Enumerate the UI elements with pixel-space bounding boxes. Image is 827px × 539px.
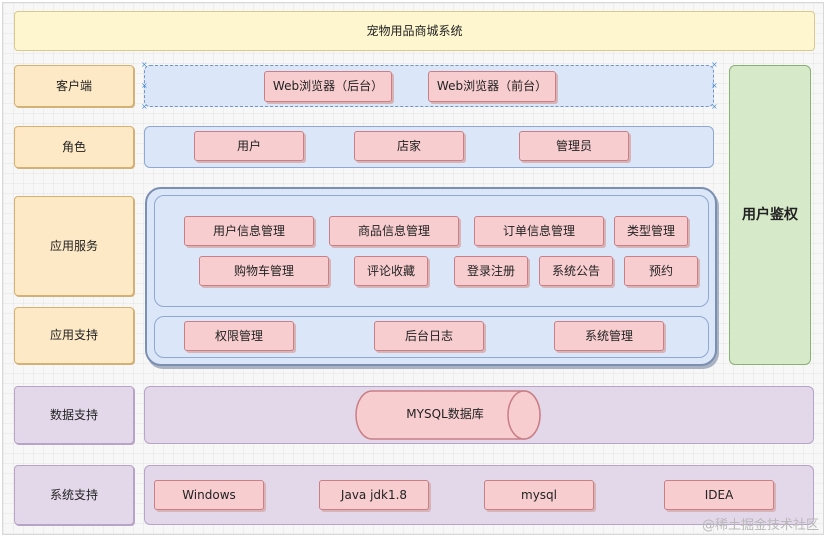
client-web-browser-frontend[interactable]: Web浏览器（前台） xyxy=(428,71,556,102)
service-product-info[interactable]: 商品信息管理 xyxy=(329,216,459,246)
sys-idea[interactable]: IDEA xyxy=(664,480,774,510)
service-cart-mgmt[interactable]: 购物车管理 xyxy=(199,256,329,286)
layer-label-role: 角色 xyxy=(14,126,134,168)
layer-label-client: 客户端 xyxy=(14,65,134,107)
service-reservation[interactable]: 预约 xyxy=(624,256,698,286)
support-permission-mgmt[interactable]: 权限管理 xyxy=(184,321,294,351)
watermark: @稀土掘金技术社区 xyxy=(701,518,819,533)
sys-mysql[interactable]: mysql xyxy=(484,480,594,510)
selection-handle-icon[interactable]: × xyxy=(711,102,718,111)
service-order-info[interactable]: 订单信息管理 xyxy=(474,216,604,246)
selection-handle-icon[interactable]: × xyxy=(141,102,148,111)
system-title: 宠物用品商城系统 xyxy=(14,11,815,51)
layer-label-app-service: 应用服务 xyxy=(14,196,134,296)
mysql-database-cylinder[interactable] xyxy=(354,389,542,441)
sys-java-jdk[interactable]: Java jdk1.8 xyxy=(319,480,429,510)
service-comment-favorite[interactable]: 评论收藏 xyxy=(354,256,428,286)
service-user-info[interactable]: 用户信息管理 xyxy=(184,216,314,246)
service-announcement[interactable]: 系统公告 xyxy=(539,256,613,286)
service-login-register[interactable]: 登录注册 xyxy=(454,256,528,286)
selection-handle-icon[interactable]: × xyxy=(711,60,718,69)
mysql-database-label: MYSQL数据库 xyxy=(406,406,484,421)
selection-handle-icon[interactable]: × xyxy=(141,81,148,90)
role-user[interactable]: 用户 xyxy=(194,131,304,161)
support-backend-log[interactable]: 后台日志 xyxy=(374,321,484,351)
selection-handle-icon[interactable]: × xyxy=(141,60,148,69)
layer-label-data-support: 数据支持 xyxy=(14,386,134,444)
sys-windows[interactable]: Windows xyxy=(154,480,264,510)
layer-label-system-support: 系统支持 xyxy=(14,465,134,525)
support-system-mgmt[interactable]: 系统管理 xyxy=(554,321,664,351)
client-web-browser-backend[interactable]: Web浏览器（后台） xyxy=(264,71,392,102)
user-authentication[interactable]: 用户鉴权 xyxy=(729,65,811,365)
app-service-band xyxy=(154,195,709,307)
role-admin[interactable]: 管理员 xyxy=(519,131,629,161)
selection-handle-icon[interactable]: × xyxy=(711,81,718,90)
service-type-mgmt[interactable]: 类型管理 xyxy=(614,216,688,246)
layer-label-app-support: 应用支持 xyxy=(14,307,134,364)
role-shop-owner[interactable]: 店家 xyxy=(354,131,464,161)
